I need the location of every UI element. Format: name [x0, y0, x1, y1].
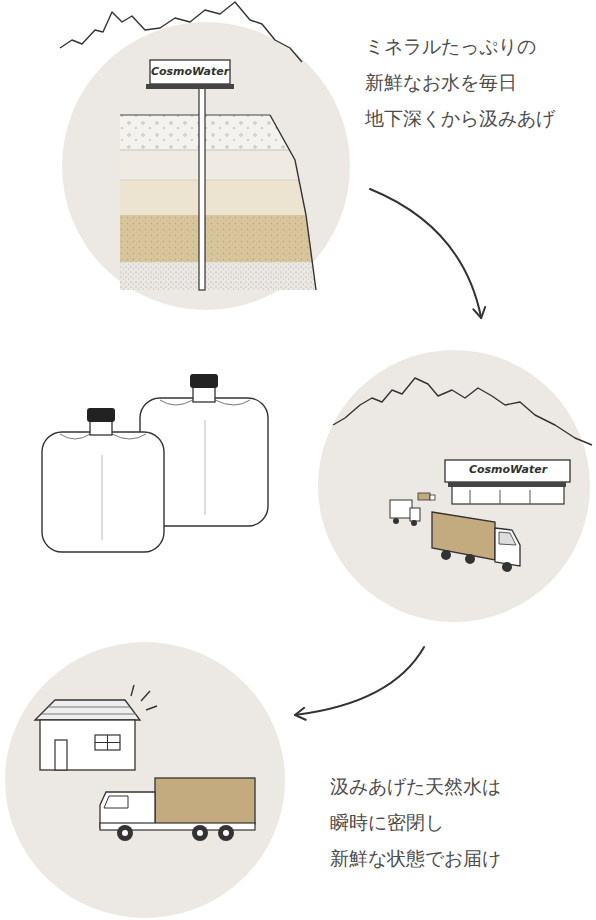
step-circle: CosmoWaterミネラルたっぷりの 新鮮なお水を毎日 地下深くから汲みあげ [62, 22, 350, 310]
circle-fill [318, 350, 590, 622]
circle-outline [318, 350, 590, 622]
step-description: ミネラルたっぷりの 新鮮なお水を毎日 地下深くから汲みあげ [365, 28, 595, 136]
sign-label: CosmoWater [447, 461, 569, 479]
flow-arrow [295, 647, 424, 715]
step-circle: 汲みあげた天然水は 瞬時に密閉し 新鮮な状態でお届け [5, 642, 285, 918]
circle-outline [5, 642, 285, 918]
water-bottles [42, 374, 268, 552]
step-circle: CosmoWater [318, 350, 590, 622]
circle-fill [62, 22, 350, 310]
step-description: 汲みあげた天然水は 瞬時に密閉し 新鮮な状態でお届け [330, 768, 560, 876]
circle-fill [5, 642, 285, 918]
sign-label: CosmoWater [150, 63, 230, 81]
flow-arrow [370, 189, 481, 318]
